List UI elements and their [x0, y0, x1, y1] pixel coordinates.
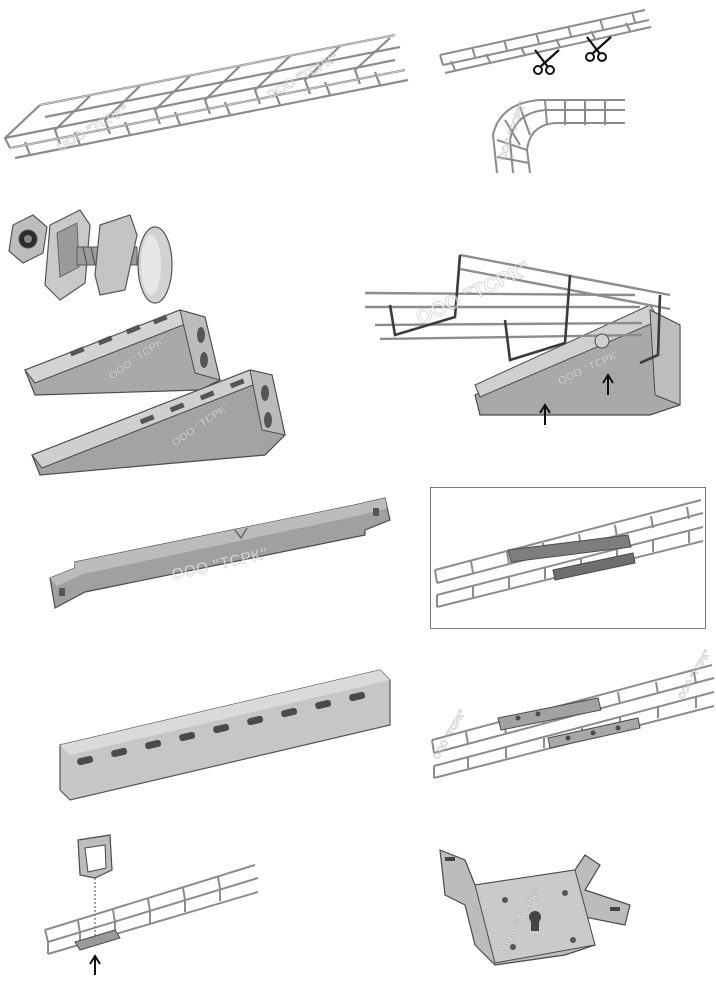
wire-tray-double-splice: ООО "ТСРК" ООО "ТСРК"	[428, 648, 716, 785]
wire-tray-cut	[435, 5, 655, 85]
splice-detail-frame	[430, 487, 706, 629]
wire-tray-straight: ООО "ТСРК" ООО "ТСРК"	[0, 30, 410, 160]
wire-tray-corner: ООО "ТСРК"	[485, 95, 630, 175]
fastener-kit	[5, 205, 175, 305]
wire-tray-clip	[40, 830, 265, 980]
watermark-text: ООО "ТСРК"	[431, 708, 467, 761]
wire-tray-on-bracket: ООО "ТСРК" ООО "ТСРК"	[360, 245, 690, 430]
scissors-icon	[533, 49, 560, 75]
arrow-up-icon	[89, 954, 101, 975]
arrow-up-icon	[539, 403, 551, 425]
slotted-plate	[55, 665, 395, 805]
mounting-plate: ООО "ТСРК"	[435, 845, 635, 975]
watermark-text: ООО "ТСРК"	[497, 100, 529, 162]
connector-strip: ООО "ТСРК"	[45, 490, 395, 615]
wall-bracket-pair: ООО "ТСРК" ООО "ТСРК"	[20, 305, 286, 480]
wire-tray-splice	[433, 495, 705, 625]
watermark-text: ООО "ТСРК"	[54, 101, 131, 154]
arrow-up-icon	[602, 373, 614, 395]
scissors-icon	[585, 36, 612, 62]
